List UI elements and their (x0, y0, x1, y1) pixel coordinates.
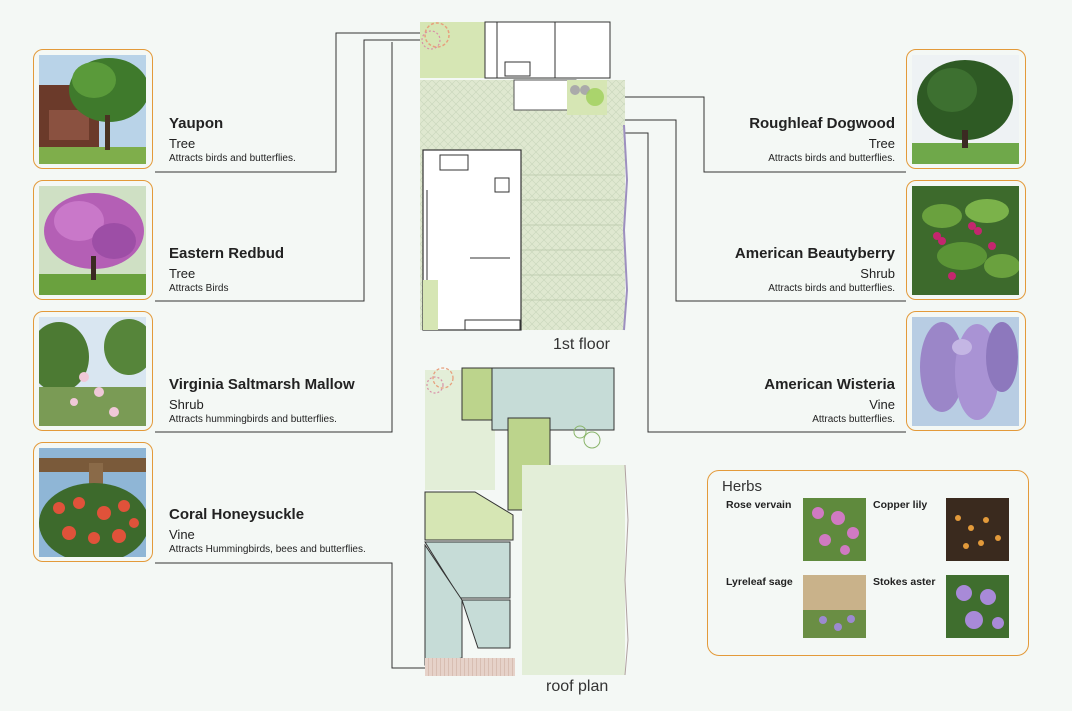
plant-name: Coral Honeysuckle (169, 506, 305, 523)
dogwood-tree-photo (912, 55, 1019, 164)
herb-label: Lyreleaf sage (726, 576, 793, 588)
herb-label: Stokes aster (873, 576, 936, 588)
plant-name: American Beautyberry (734, 245, 895, 262)
plant-card-wisteria (906, 311, 1026, 431)
beautyberry-shrub-photo (912, 186, 1019, 295)
mallow-shrub-photo (39, 317, 146, 426)
leader-honeysuckle (155, 562, 426, 669)
plant-text-yaupon: Yaupon Tree Attracts birds and butterfli… (169, 115, 296, 164)
yaupon-tree-photo (39, 55, 146, 164)
first-floor-plan (420, 21, 629, 331)
plant-note: Attracts Hummingbirds, bees and butterfl… (169, 544, 366, 555)
plant-type: Tree (169, 136, 196, 151)
plant-text-dogwood: Roughleaf Dogwood Tree Attracts birds an… (749, 115, 895, 164)
plant-card-mallow (33, 311, 153, 431)
herb-label: Copper lily (873, 499, 928, 511)
plant-card-honeysuckle (33, 442, 153, 562)
wisteria-vine-photo (912, 317, 1019, 426)
redbud-tree-photo (39, 186, 146, 295)
plant-name: Virginia Saltmarsh Mallow (169, 376, 355, 393)
herbs-panel: Herbs Rose vervain Copper lily Lyreleaf … (707, 470, 1029, 656)
roof-plan-label: roof plan (546, 678, 609, 695)
plant-note: Attracts birds and butterflies. (768, 153, 895, 164)
plant-note: Attracts butterflies. (812, 414, 895, 425)
honeysuckle-vine-photo (39, 448, 146, 557)
plant-name: American Wisteria (764, 376, 895, 393)
plant-type: Shrub (169, 397, 204, 412)
leader-yaupon (155, 32, 432, 173)
copper-lily-photo (946, 498, 1009, 561)
plant-card-redbud (33, 180, 153, 300)
first-floor-label: 1st floor (553, 336, 610, 353)
plant-text-mallow: Virginia Saltmarsh Mallow Shrub Attracts… (169, 376, 355, 425)
leader-redbud (155, 39, 425, 302)
lyreleaf-sage-photo (803, 575, 866, 638)
plant-note: Attracts hummingbirds and butterflies. (169, 414, 337, 425)
plant-name: Eastern Redbud (169, 245, 285, 262)
plant-text-wisteria: American Wisteria Vine Attracts butterfl… (764, 376, 895, 425)
plant-type: Vine (169, 527, 195, 542)
rose-vervain-photo (803, 498, 866, 561)
plant-text-honeysuckle: Coral Honeysuckle Vine Attracts Hummingb… (169, 506, 366, 555)
plant-note: Attracts Birds (169, 283, 229, 294)
plant-note: Attracts birds and butterflies. (768, 283, 895, 294)
plant-card-yaupon (33, 49, 153, 169)
plant-card-dogwood (906, 49, 1026, 169)
leader-wisteria (624, 132, 906, 433)
leader-dogwood (596, 96, 906, 173)
stokes-aster-photo (946, 575, 1009, 638)
plant-type: Vine (869, 397, 895, 412)
plant-text-redbud: Eastern Redbud Tree Attracts Birds (169, 245, 284, 294)
plant-type: Shrub (860, 266, 895, 281)
leader-beautyberry (606, 119, 906, 302)
roof-plan (424, 367, 629, 676)
herbs-title: Herbs (722, 478, 763, 495)
leader-mallow (155, 42, 393, 433)
plant-type: Tree (868, 136, 895, 151)
plant-name: Roughleaf Dogwood (749, 115, 895, 132)
plant-name: Yaupon (169, 115, 224, 132)
herb-label: Rose vervain (726, 499, 792, 511)
plant-text-beautyberry: American Beautyberry Shrub Attracts bird… (735, 245, 895, 294)
plant-note: Attracts birds and butterflies. (169, 153, 296, 164)
plant-type: Tree (169, 266, 196, 281)
plant-card-beautyberry (906, 180, 1026, 300)
